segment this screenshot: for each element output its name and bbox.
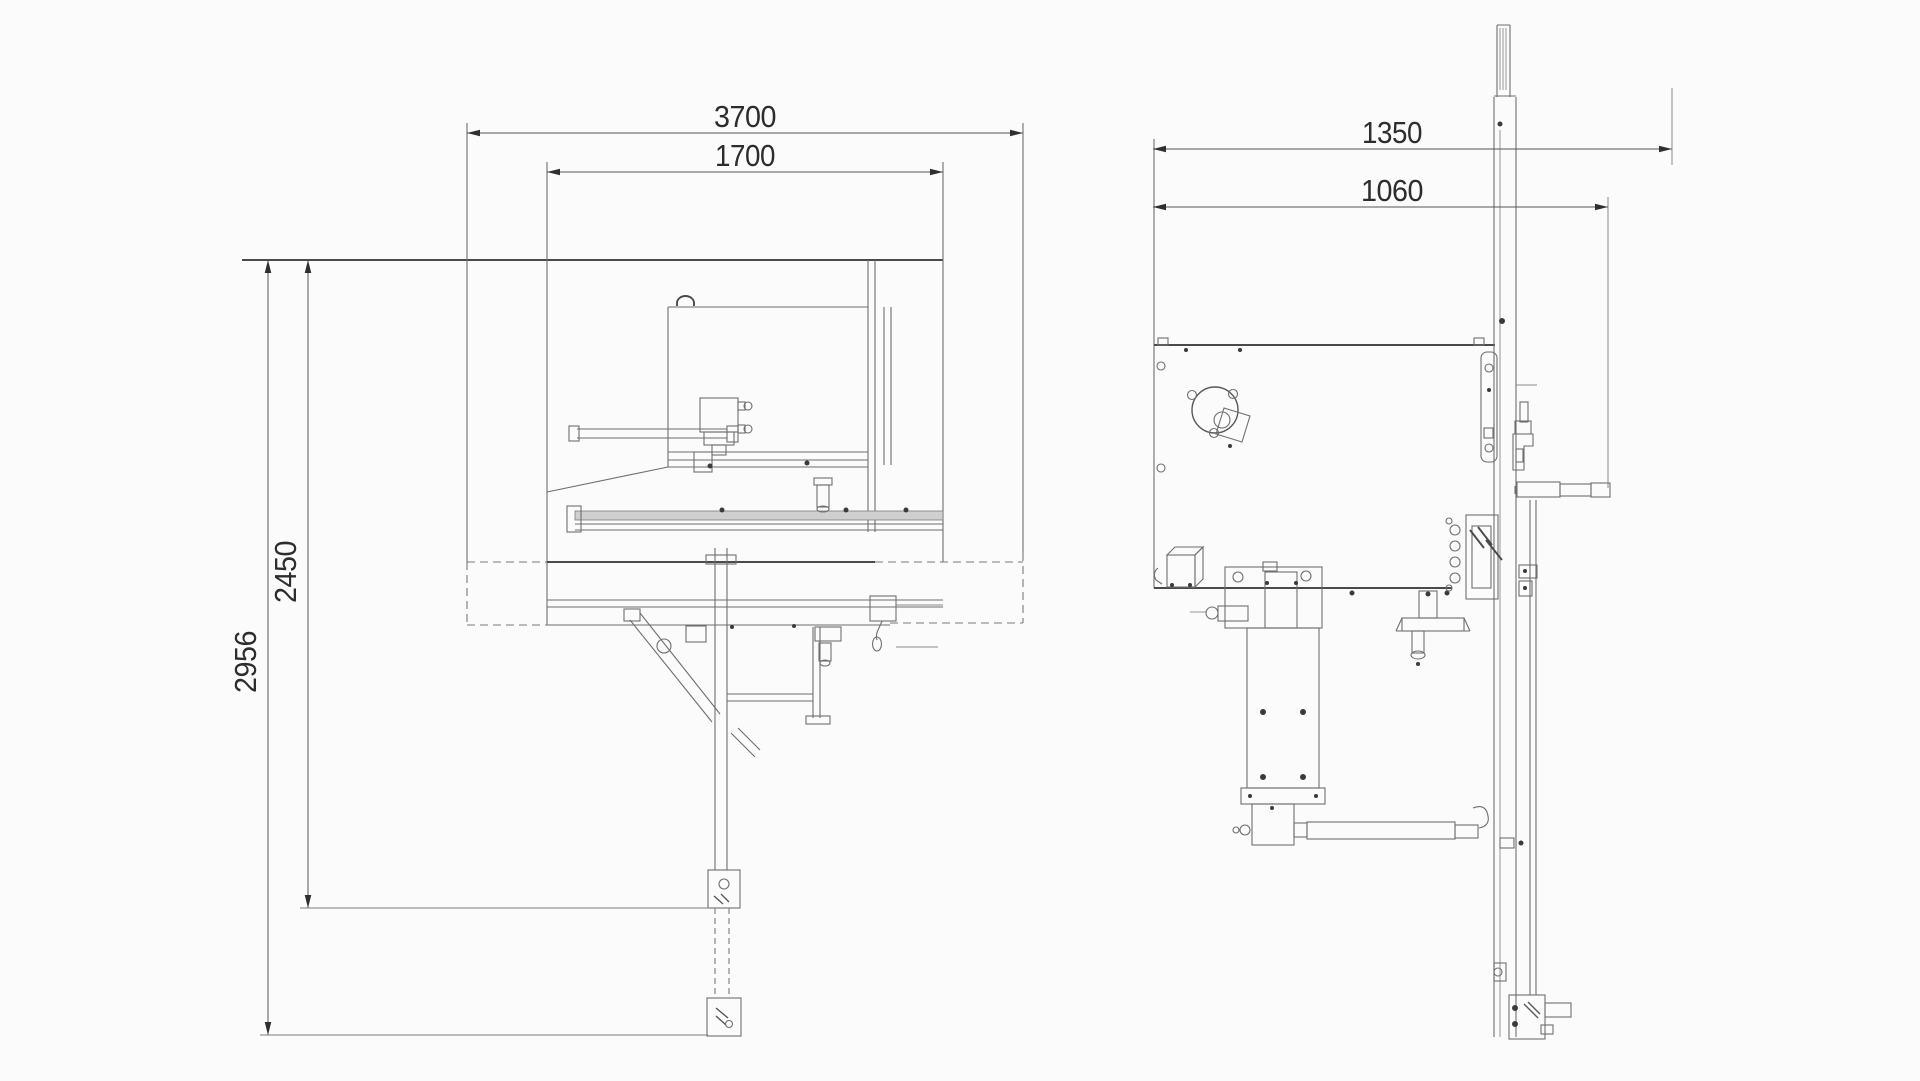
mast-hook [1493,962,1507,982]
mast-foot [1508,994,1572,1040]
dim-label-width-inner: 1700 [715,138,775,173]
mast-bracket [1512,401,1534,471]
enclosure-outline [242,123,1024,626]
diagonal-brace [623,608,761,758]
base-motor-box [869,595,943,652]
mounting-plate [1190,561,1323,629]
clamp-assembly [1445,514,1538,600]
blower-circle [1186,386,1251,448]
dim-width-total: 3700 [467,99,1023,137]
dim-label-width-total: 3700 [714,99,776,134]
actuator-arm [1293,806,1524,849]
carriage-plate [1480,351,1498,463]
dim-label-height-upper: 2450 [268,541,303,603]
base-box [1153,545,1205,589]
lift-cylinder [1232,627,1326,846]
dim-label-depth-total: 1350 [1362,115,1422,150]
dim-depth-body: 1060 [1153,173,1609,488]
support-stand [623,548,842,870]
dim-height-upper: 2450 [268,260,710,909]
door-handle [676,295,695,306]
work-table [566,477,944,533]
dim-label-depth-body: 1060 [1361,173,1423,208]
front-view: 3700 1700 2956 2450 [228,99,1024,1037]
dim-width-inner: 1700 [547,138,943,176]
suction-foot [1395,590,1471,666]
side-view-machine [1153,24,1611,1040]
dim-height-total: 2956 [228,260,708,1036]
mast-top-rod [1494,24,1516,97]
dim-depth-total: 1350 [1153,88,1673,165]
side-view: 1350 1060 [1153,24,1673,1040]
cabinet-outline [1153,139,1495,596]
door-panel [546,260,892,532]
front-view-machine [242,123,1024,1037]
upper-arm [1514,481,1611,498]
clamp-tower [699,397,753,456]
dim-label-height-total: 2956 [228,631,263,693]
stand-bracket-right [814,626,842,667]
floor-foot [706,869,742,1037]
mast-column [1493,24,1537,1037]
upper-cross-bar [568,425,739,443]
